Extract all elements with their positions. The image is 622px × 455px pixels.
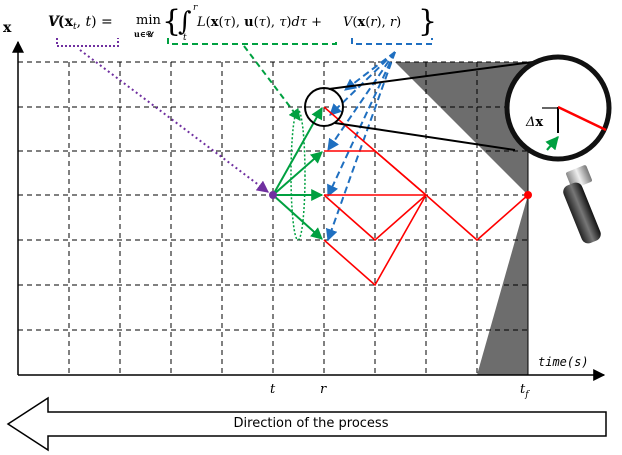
svg-text:V(: V( [48, 14, 64, 30]
y-axis-label: x [3, 20, 12, 36]
tick-label-tf: tf [520, 382, 530, 400]
delta-x-label: Δx [525, 115, 543, 130]
direction-arrow [6, 396, 607, 452]
equation-lhs: V(xt, t) = [49, 14, 113, 32]
zoom-source-circle [304, 87, 344, 127]
green-pointer [243, 45, 301, 121]
zoom-line-top [328, 59, 549, 90]
bracket-lhs [56, 38, 119, 47]
bracket-integral [167, 38, 337, 45]
bellman-equation: V( [48, 14, 64, 30]
bracket-terminal [351, 38, 433, 45]
equation-min-sub: u∈𝒰 [134, 29, 155, 39]
control-arrows [272, 106, 324, 240]
blue-pointers [325, 51, 396, 242]
control-set-ellipse [290, 109, 306, 241]
equation-integral: ∫ [178, 7, 192, 37]
grid [18, 61, 528, 375]
magnifier: Δx [504, 54, 612, 244]
unreachable-region-top [395, 62, 528, 195]
tick-label-r: r [320, 382, 327, 397]
direction-label: Direction of the process [233, 416, 389, 431]
trajectories [323, 106, 529, 287]
zoom-line-bottom [334, 122, 516, 151]
equation-brace-left: { [162, 4, 181, 39]
tick-label-t: t [270, 382, 276, 397]
equation-integral-lower: t [183, 33, 187, 43]
terminal-state-node [524, 191, 532, 199]
equation-integral-upper: r [193, 3, 198, 13]
equation-min: min [136, 13, 161, 28]
x-axis-label: time(s) [538, 355, 589, 369]
start-state-node [269, 191, 277, 199]
purple-pointer [79, 49, 269, 193]
equation-terminal: V(x(r), r) [343, 15, 401, 30]
equation-integrand: L(x(τ), u(τ), τ)dτ + [196, 15, 322, 30]
unreachable-region-bottom [477, 195, 528, 375]
equation-brace-right: } [418, 4, 437, 39]
